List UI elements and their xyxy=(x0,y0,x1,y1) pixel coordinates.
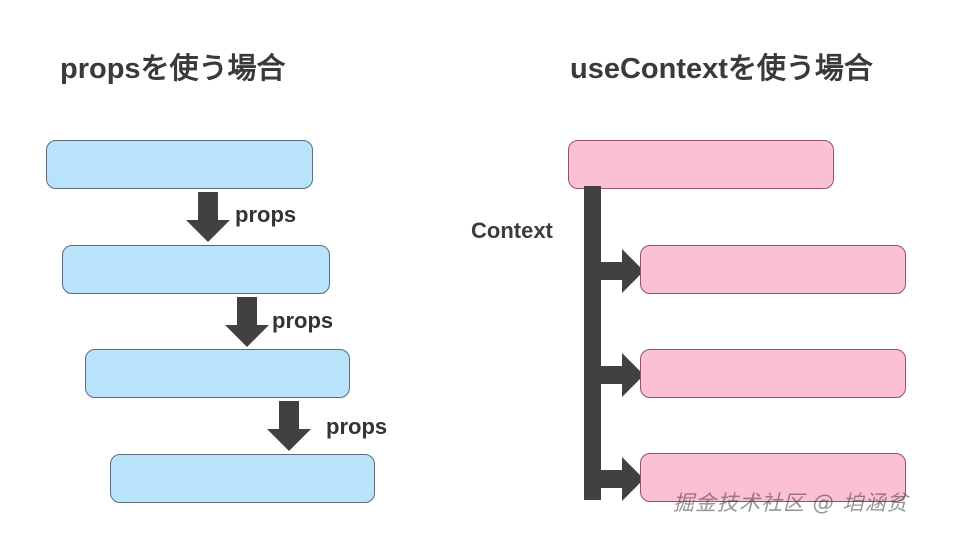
pink-node-2[interactable] xyxy=(640,245,906,294)
pink-node-3[interactable] xyxy=(640,349,906,398)
context-arrow-3-icon xyxy=(598,457,644,501)
props-arrow-3-icon xyxy=(267,401,311,451)
pink-node-1[interactable] xyxy=(568,140,834,189)
context-bar xyxy=(584,186,601,500)
right-panel-title: useContextを使う場合 xyxy=(570,53,873,85)
props-label-1: props xyxy=(235,202,297,227)
blue-node-2[interactable] xyxy=(62,245,330,294)
blue-node-1[interactable] xyxy=(46,140,313,189)
pink-node-4[interactable] xyxy=(640,453,906,502)
props-label-2: props xyxy=(272,308,334,333)
props-label-3: props xyxy=(326,414,388,439)
watermark: 掘金技术社区 @ 垍涵贫 xyxy=(673,491,909,515)
blue-node-4[interactable] xyxy=(110,454,375,503)
context-arrow-1-icon xyxy=(598,249,644,293)
left-panel-title: propsを使う場合 xyxy=(60,53,286,85)
props-arrow-2-icon xyxy=(225,297,269,347)
blue-node-3[interactable] xyxy=(85,349,350,398)
props-arrow-1-icon xyxy=(186,192,230,242)
context-arrow-2-icon xyxy=(598,353,644,397)
context-label: Context xyxy=(471,218,553,243)
